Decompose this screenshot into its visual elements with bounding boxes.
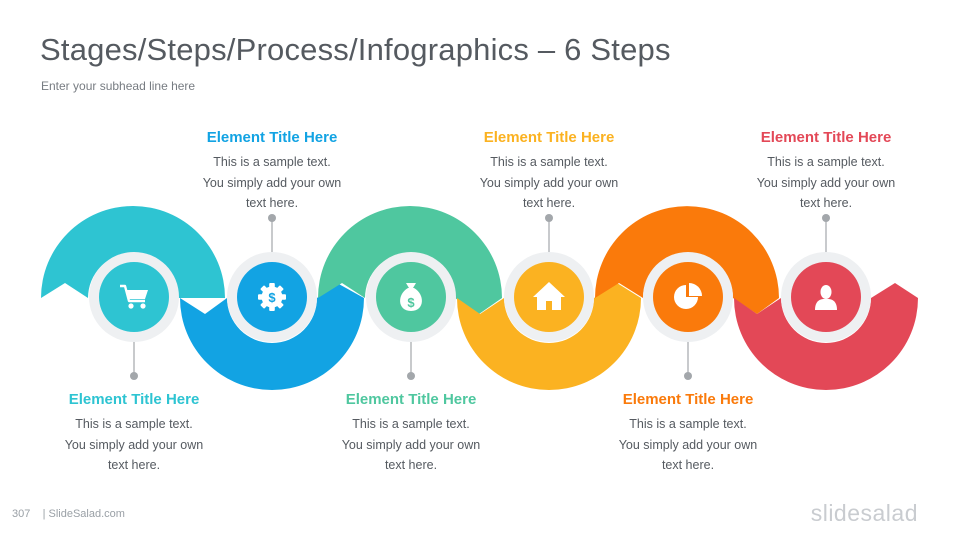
step-line-4c: text here. bbox=[522, 196, 576, 210]
wave-segment-4 bbox=[457, 283, 641, 390]
connector-dot-3 bbox=[407, 372, 415, 380]
step-line-2c: text here. bbox=[245, 196, 299, 210]
step-line-1c: text here. bbox=[107, 458, 161, 472]
wave-segment-5 bbox=[595, 206, 779, 314]
step-title-3: Element Title Here bbox=[345, 391, 477, 408]
step-line-3c: text here. bbox=[384, 458, 438, 472]
wave-segment-3 bbox=[318, 206, 502, 314]
step-line-5a: This is a sample text. bbox=[629, 417, 747, 431]
home-icon bbox=[533, 282, 565, 310]
step-circle-5 bbox=[643, 252, 733, 342]
step-text-1: Element Title Here This is a sample text… bbox=[44, 391, 224, 476]
step-title-6: Element Title Here bbox=[760, 129, 892, 146]
step-line-3b: You simply add your own bbox=[341, 437, 481, 452]
step-line-1a: This is a sample text. bbox=[75, 417, 193, 431]
step-text-5: Element Title Here This is a sample text… bbox=[598, 391, 778, 476]
step-circle-2: $ bbox=[227, 252, 317, 342]
footer: 307 | SlideSalad.com bbox=[12, 508, 125, 520]
step-line-5c: text here. bbox=[661, 458, 715, 472]
step-line-4b: You simply add your own bbox=[479, 175, 619, 190]
step-circle-3: $ bbox=[366, 252, 456, 342]
page-number: 307 bbox=[12, 508, 31, 520]
step-line-6a: This is a sample text. bbox=[767, 155, 885, 169]
user-icon bbox=[815, 285, 837, 310]
connector-dot-1 bbox=[130, 372, 138, 380]
step-circle-4 bbox=[504, 252, 594, 342]
slide-subhead: Enter your subhead line here bbox=[41, 79, 196, 93]
step-line-4a: This is a sample text. bbox=[490, 155, 608, 169]
step-line-3a: This is a sample text. bbox=[352, 417, 470, 431]
step-line-5b: You simply add your own bbox=[618, 437, 758, 452]
step-line-1b: You simply add your own bbox=[64, 437, 204, 452]
shopping-cart-icon bbox=[120, 284, 148, 309]
svg-text:$: $ bbox=[268, 290, 276, 305]
step-title-2: Element Title Here bbox=[206, 129, 338, 146]
wave-segment-6 bbox=[734, 283, 918, 390]
step-text-3: Element Title Here This is a sample text… bbox=[321, 391, 501, 476]
step-text-4: Element Title Here This is a sample text… bbox=[459, 129, 639, 214]
brand-logo: slidesalad bbox=[810, 500, 918, 526]
step-text-2: Element Title Here This is a sample text… bbox=[182, 129, 362, 214]
wave-segment-1 bbox=[41, 206, 225, 298]
connector-dot-6 bbox=[822, 214, 830, 222]
step-line-2a: This is a sample text. bbox=[213, 155, 331, 169]
gear-dollar-icon: $ bbox=[258, 283, 286, 311]
step-title-4: Element Title Here bbox=[483, 129, 615, 146]
connector-dot-4 bbox=[545, 214, 553, 222]
wave-segment-2 bbox=[180, 283, 364, 390]
step-title-1: Element Title Here bbox=[68, 391, 200, 408]
step-text-6: Element Title Here This is a sample text… bbox=[736, 129, 916, 214]
connector-dot-2 bbox=[268, 214, 276, 222]
step-line-6c: text here. bbox=[799, 196, 853, 210]
slide-title: Stages/Steps/Process/Infographics – 6 St… bbox=[40, 32, 671, 67]
step-line-6b: You simply add your own bbox=[756, 175, 896, 190]
svg-text:$: $ bbox=[407, 295, 415, 310]
step-circle-6 bbox=[781, 252, 871, 342]
step-line-2b: You simply add your own bbox=[202, 175, 342, 190]
money-bag-icon: $ bbox=[400, 283, 422, 311]
connector-dot-5 bbox=[684, 372, 692, 380]
footer-site: | SlideSalad.com bbox=[42, 508, 125, 520]
step-title-5: Element Title Here bbox=[622, 391, 754, 408]
step-circle-1 bbox=[89, 252, 179, 342]
pie-chart-icon bbox=[674, 283, 702, 309]
